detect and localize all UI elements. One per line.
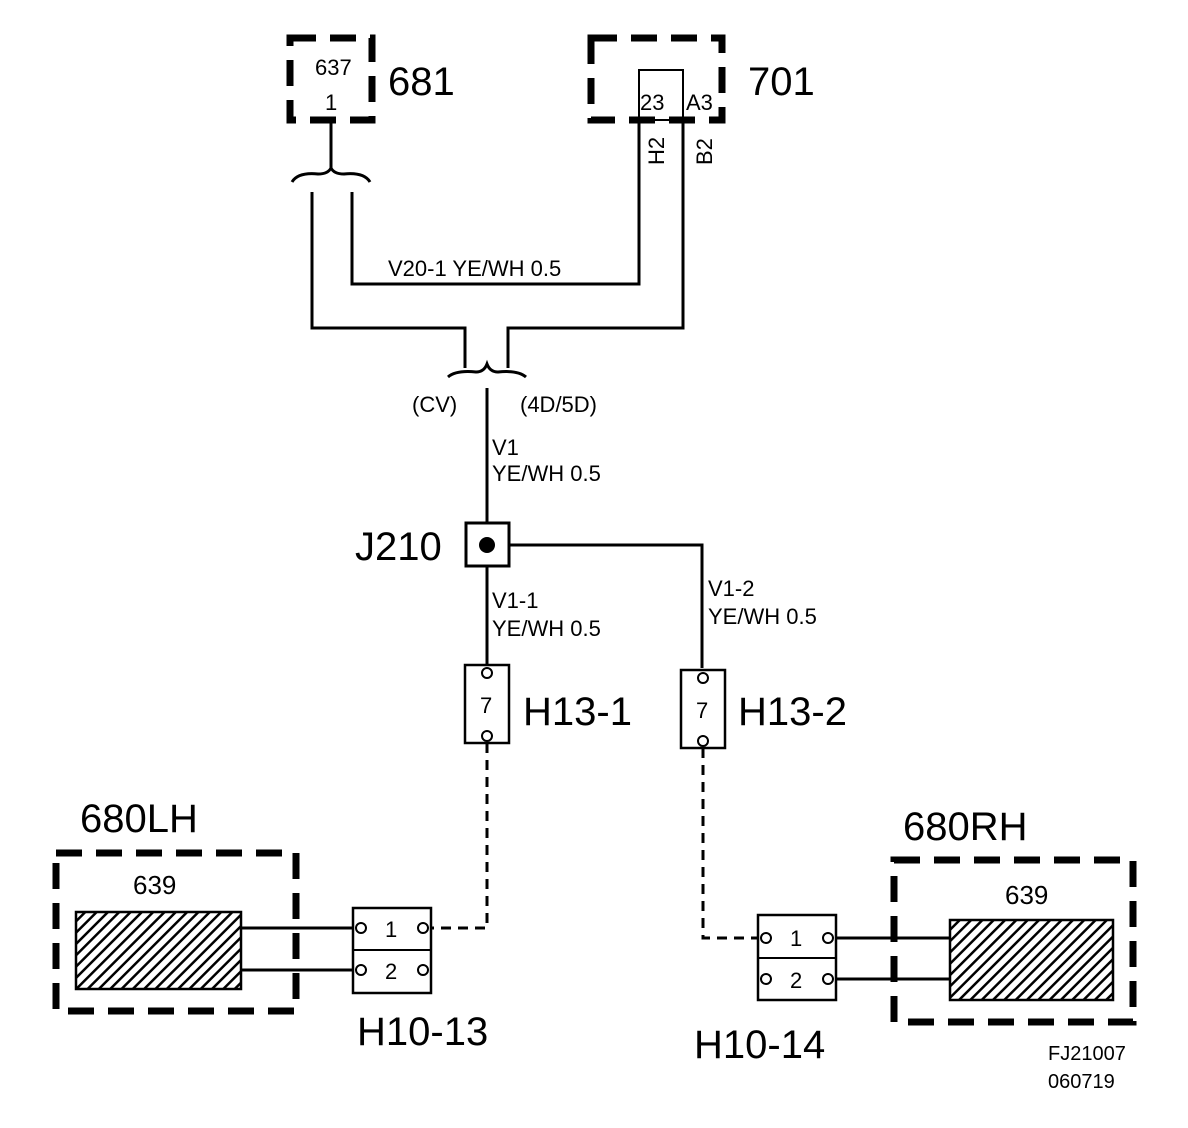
component-680rh-box xyxy=(890,856,1137,1026)
connector-h10-13: 1 2 H10-13 xyxy=(351,906,488,1054)
component-701-pin-a: 23 xyxy=(640,90,664,115)
component-680rh-inner: 639 xyxy=(1005,880,1048,910)
connector-h10-14-label: H10-14 xyxy=(694,1023,825,1067)
variant-cv-label: (CV) xyxy=(412,392,457,417)
component-680lh: 680LH 639 xyxy=(52,797,355,1015)
wire-v1-spec: YE/WH 0.5 xyxy=(492,461,601,486)
figure-code: FJ21007 xyxy=(1048,1043,1126,1065)
connector-h13-2-label: H13-2 xyxy=(738,690,847,734)
connector-h10-13-pin1: 1 xyxy=(385,917,397,942)
splice-bracket-v1 xyxy=(447,359,527,379)
wire-h2-label: H2 xyxy=(644,137,669,165)
junction-j210-dot xyxy=(479,537,495,553)
component-680rh: 680RH 639 xyxy=(836,805,1137,1026)
component-701-label: 701 xyxy=(748,60,815,104)
component-681: 637 1 681 xyxy=(286,34,455,124)
connector-h10-14: 1 2 H10-14 xyxy=(694,913,838,1067)
component-701-connector xyxy=(638,69,684,121)
wire-v1-1-spec: YE/WH 0.5 xyxy=(492,616,601,641)
dashed-wire-left xyxy=(431,743,489,930)
component-701-box xyxy=(587,34,726,124)
splice-bracket-681 xyxy=(290,164,372,183)
wire-b2-label: B2 xyxy=(692,138,717,165)
wire-v1-1-id: V1-1 xyxy=(492,588,538,613)
connector-h13-1: 7 H13-1 xyxy=(463,663,632,745)
dashed-wire-right xyxy=(701,748,760,940)
component-680lh-inner: 639 xyxy=(133,870,176,900)
component-681-label: 681 xyxy=(388,60,455,104)
component-681-pin-top: 637 xyxy=(315,55,352,80)
heater-element-left xyxy=(74,910,243,991)
wire-v1-2-id: V1-2 xyxy=(708,576,754,601)
connector-h10-13-label: H10-13 xyxy=(357,1010,488,1054)
component-680lh-label: 680LH xyxy=(80,797,198,841)
connector-h13-2: 7 H13-2 xyxy=(679,668,847,750)
component-680rh-label: 680RH xyxy=(903,805,1028,849)
top-wiring: V20-1 YE/WH 0.5 (CV) (4D/5D) xyxy=(290,120,685,417)
junction-j210-label: J210 xyxy=(355,525,442,569)
wire-v20-1-label: V20-1 YE/WH 0.5 xyxy=(388,256,561,281)
connector-h10-14-pin2: 2 xyxy=(790,968,802,993)
connector-h10-14-pin1: 1 xyxy=(790,926,802,951)
component-681-pin-bottom: 1 xyxy=(325,90,337,115)
component-680lh-box xyxy=(52,849,300,1015)
heater-element-right xyxy=(948,918,1115,1002)
connector-h13-1-label: H13-1 xyxy=(523,690,632,734)
v1-wiring: V1 YE/WH 0.5 J210 V1-1 YE/WH 0.5 V1-2 YE… xyxy=(355,388,817,668)
component-701-pin-b: A3 xyxy=(686,90,713,115)
variant-4d5d-label: (4D/5D) xyxy=(520,392,597,417)
wire-v1-2-spec: YE/WH 0.5 xyxy=(708,604,817,629)
connector-h13-1-pin: 7 xyxy=(480,693,492,718)
connector-h10-13-pin2: 2 xyxy=(385,959,397,984)
component-701: 23 A3 701 H2 B2 xyxy=(587,34,815,165)
figure-date: 060719 xyxy=(1048,1071,1115,1093)
wire-v1-id: V1 xyxy=(492,435,519,460)
connector-h13-2-pin: 7 xyxy=(696,698,708,723)
